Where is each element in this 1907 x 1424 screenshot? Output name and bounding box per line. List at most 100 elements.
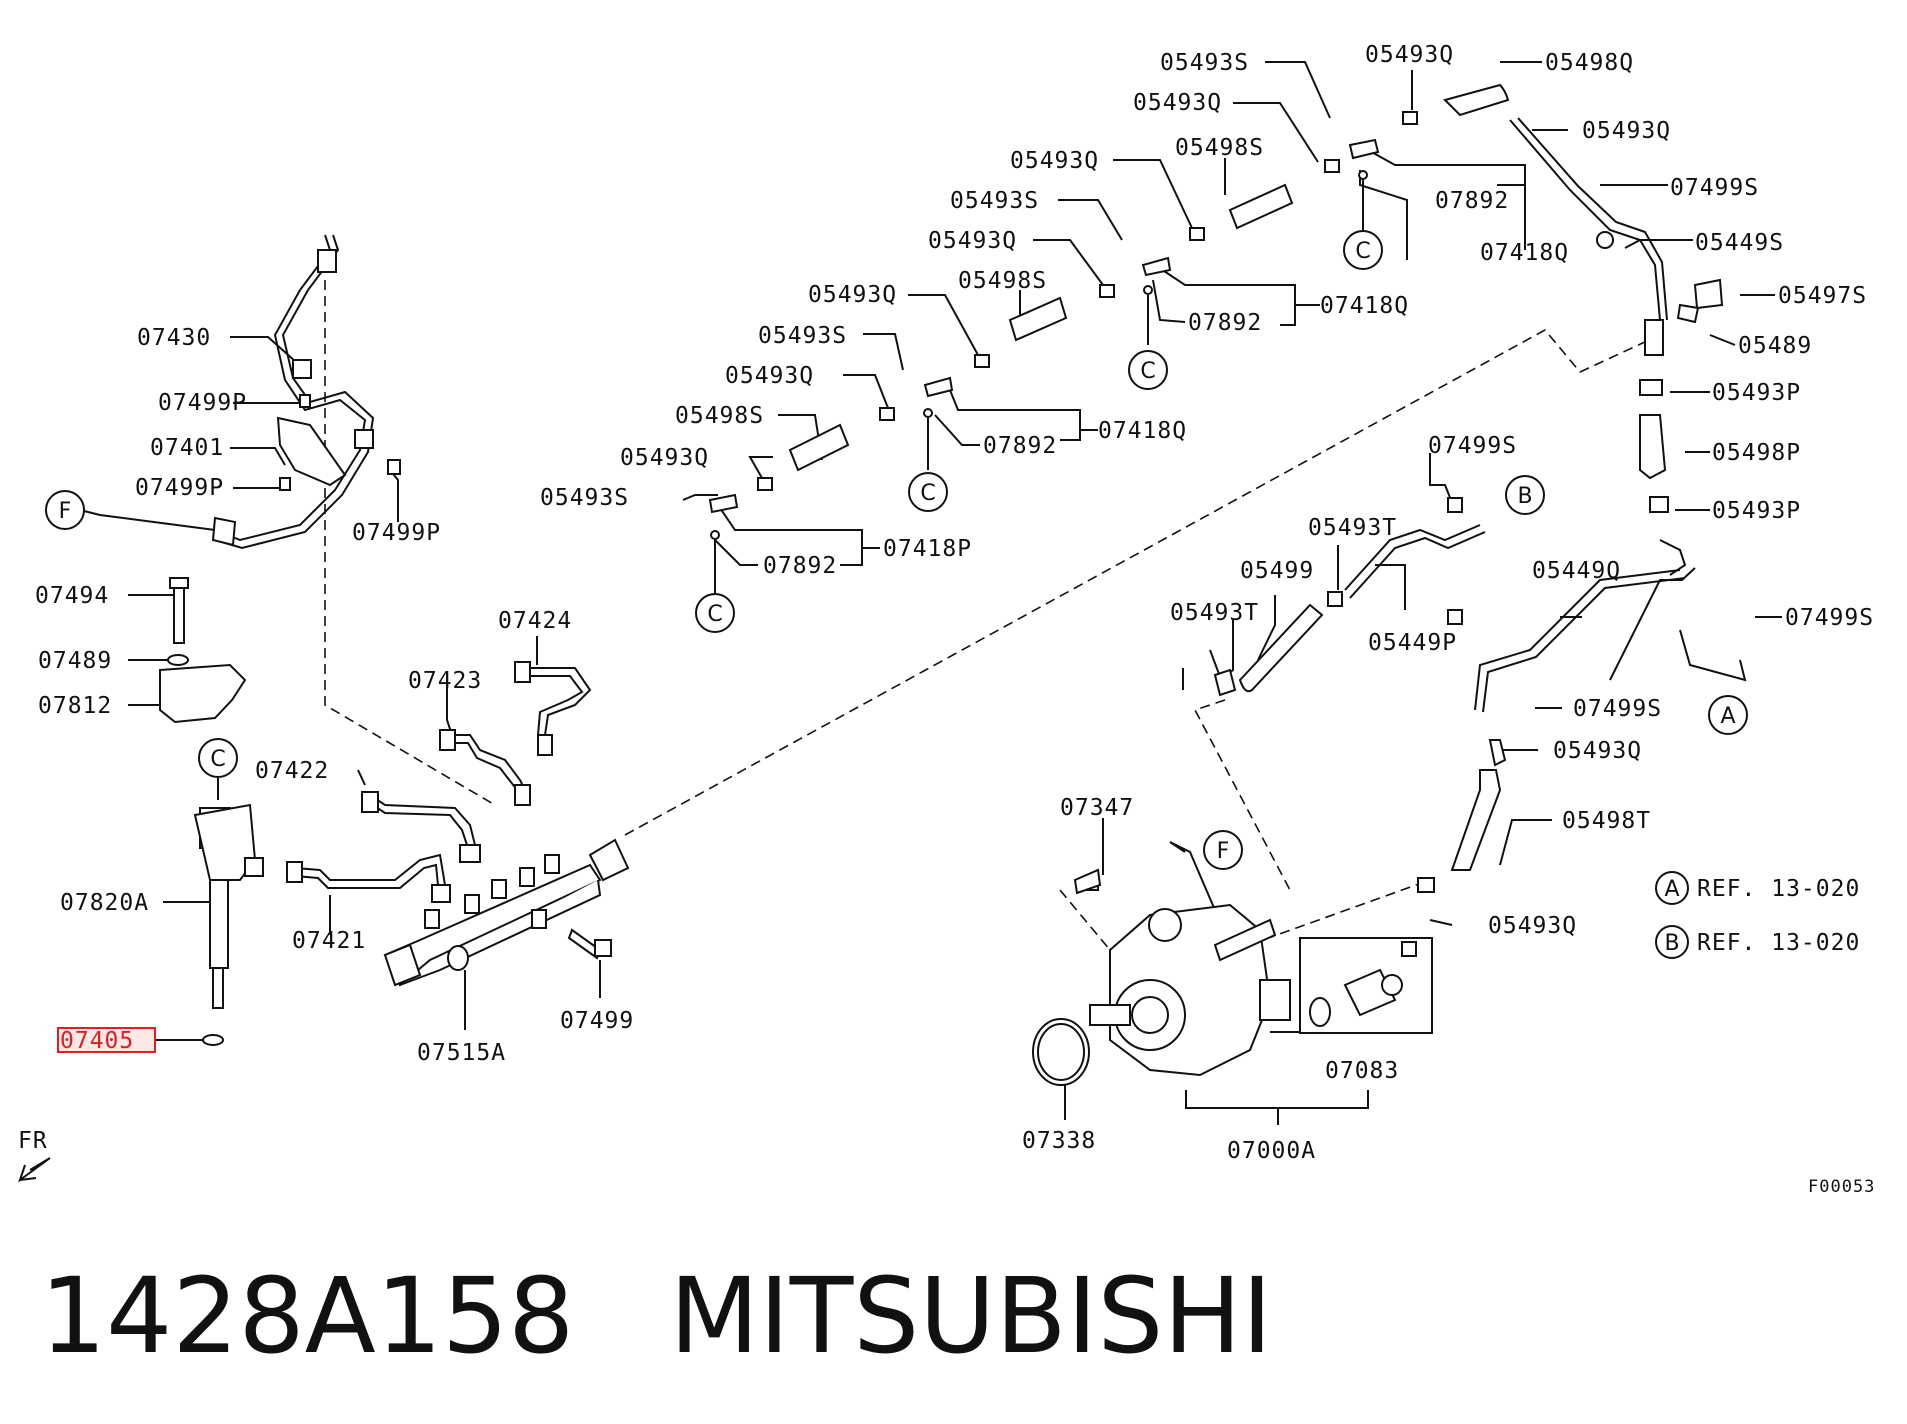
reference-b: REF. 13-020 [1697,930,1860,956]
part-label: 05489 [1738,333,1812,359]
part-label: 07430 [137,325,211,351]
svg-text:A: A [1664,877,1679,902]
common-rail [383,838,630,987]
svg-text:A: A [1720,704,1735,729]
svg-text:C: C [707,602,722,627]
part-label: 07347 [1060,795,1134,821]
part-label: 05493S [540,485,629,511]
highlight-box [57,1027,156,1053]
return-hose-chain [708,83,1510,540]
part-label: 05493Q [1133,90,1222,116]
part-label: 07338 [1022,1128,1096,1154]
callout-c-3: C [908,472,948,512]
callout-c-5: C [198,738,238,778]
callout-c-4: C [695,593,735,633]
part-label: 07489 [38,648,112,674]
part-label: 05493Q [1365,42,1454,68]
part-label: 07499S [1573,696,1662,722]
part-label: 05498T [1562,808,1651,834]
part-label: 05493Q [928,228,1017,254]
part-label: 07418Q [1320,293,1409,319]
left-injector-group [159,234,401,1046]
svg-text:B: B [1664,931,1679,956]
part-label: 07812 [38,693,112,719]
part-label: 05497S [1778,283,1867,309]
callout-b-ref: B [1655,925,1689,959]
part-label: 05493P [1712,380,1801,406]
part-labels: 05493S 05493Q 05498Q 05493Q 05493Q 05498… [35,42,1875,1197]
figure-code: F00053 [1808,1177,1875,1197]
fuel-metering-valve-kit [1299,937,1433,1034]
part-label: 05498Q [1545,50,1634,76]
part-label: 07424 [498,608,572,634]
svg-text:F: F [1217,839,1230,864]
part-label: 07422 [255,758,329,784]
reference-a: REF. 13-020 [1697,876,1860,902]
part-label: 07000A [1227,1138,1316,1164]
part-label: 05493P [1712,498,1801,524]
part-label: 07421 [292,928,366,954]
part-label: 05499 [1240,558,1314,584]
part-label: 07499S [1670,175,1759,201]
part-label: 05493Q [1553,738,1642,764]
part-label: 07892 [1188,310,1262,336]
part-label: 07418Q [1098,418,1187,444]
brand-name: MITSUBISHI [669,1255,1273,1377]
callout-b-1: B [1505,475,1545,515]
svg-text:B: B [1517,484,1532,509]
svg-text:C: C [920,481,935,506]
part-label: 07892 [1435,188,1509,214]
direction-label: FR [18,1128,48,1154]
part-label: 05493T [1308,515,1397,541]
part-label: 07892 [983,433,1057,459]
part-label: 07820A [60,890,149,916]
part-label: 05498S [1175,135,1264,161]
part-label: 07515A [417,1040,506,1066]
part-label: 05449P [1368,630,1457,656]
svg-text:C: C [1355,239,1370,264]
part-label: 05498S [958,268,1047,294]
right-return-pipe [1417,117,1724,893]
svg-text:F: F [59,499,72,524]
part-label: 05498S [675,403,764,429]
part-label: 05493Q [808,282,897,308]
part-label: 05493S [950,188,1039,214]
callout-c-2: C [1128,350,1168,390]
leak-off-hoses-mid [1213,497,1486,697]
part-label: 07494 [35,583,109,609]
part-label: 05493Q [725,363,814,389]
part-label: 05493S [758,323,847,349]
part-label: 07418P [883,536,972,562]
callout-f-2: F [1203,830,1243,870]
svg-text:C: C [210,747,225,772]
callout-a-1: A [1708,695,1748,735]
callout-f-1: F [45,490,85,530]
direction-arrow-icon [18,1157,51,1183]
part-label: 05493S [1160,50,1249,76]
part-number: 1428A158 [40,1255,575,1377]
part-footer: 1428A158 MITSUBISHI [40,1255,1367,1377]
highlighted-part-label: 07405 [60,1028,134,1054]
svg-text:C: C [1140,359,1155,384]
part-label: 05493Q [1582,118,1671,144]
part-label: 07499P [352,520,441,546]
callout-circles: C C C C C F F B A A B [45,230,1748,959]
fuel-injection-parts-diagram: C C C C C F F B A A B 05493S 05493Q 0549… [18,42,1875,1197]
part-label: 05493Q [620,445,709,471]
part-label: 07401 [150,435,224,461]
part-label: 07499P [158,390,247,416]
part-label: 07499S [1785,605,1874,631]
part-label: 05449S [1695,230,1784,256]
part-label: 07083 [1325,1058,1399,1084]
callout-c-1: C [1343,230,1383,270]
leader-lines [79,61,1782,1125]
part-label: 05449Q [1532,558,1621,584]
part-label: 07423 [408,668,482,694]
supply-pump [1032,868,1291,1086]
part-label: 05493T [1170,600,1259,626]
part-label: 05498P [1712,440,1801,466]
part-label: 05493Q [1010,148,1099,174]
part-label: 07418Q [1480,240,1569,266]
part-label: 07499P [135,475,224,501]
callout-a-ref: A [1655,871,1689,905]
